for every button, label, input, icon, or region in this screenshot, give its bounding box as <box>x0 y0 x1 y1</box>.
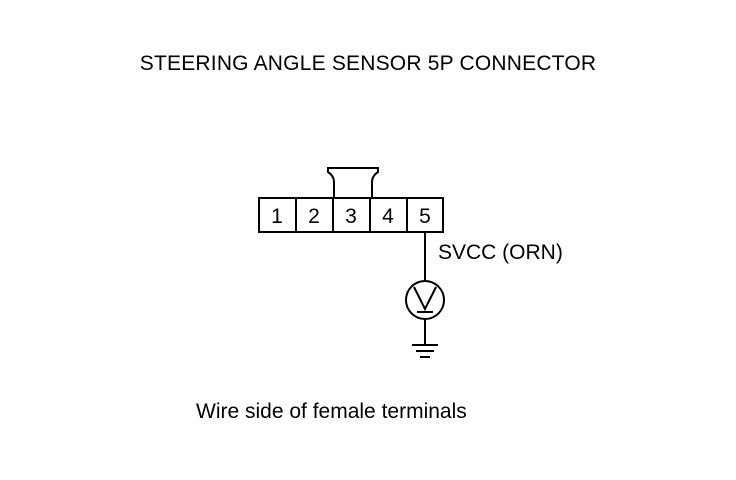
diagram-title: STEERING ANGLE SENSOR 5P CONNECTOR <box>139 52 597 75</box>
ground-icon <box>412 344 438 358</box>
pin-1-label: 1 <box>271 205 283 228</box>
pin-3-label: 3 <box>345 205 357 228</box>
voltmeter-icon <box>405 280 445 320</box>
diagram-caption: Wire side of female terminals <box>196 400 467 423</box>
connector-lock-tab <box>327 167 379 198</box>
pin-4-label: 4 <box>382 205 394 228</box>
pin-5-label: 5 <box>419 205 431 228</box>
pin-2-label: 2 <box>308 205 320 228</box>
connector-body <box>258 197 444 233</box>
wire-label: SVCC (ORN) <box>438 241 563 264</box>
